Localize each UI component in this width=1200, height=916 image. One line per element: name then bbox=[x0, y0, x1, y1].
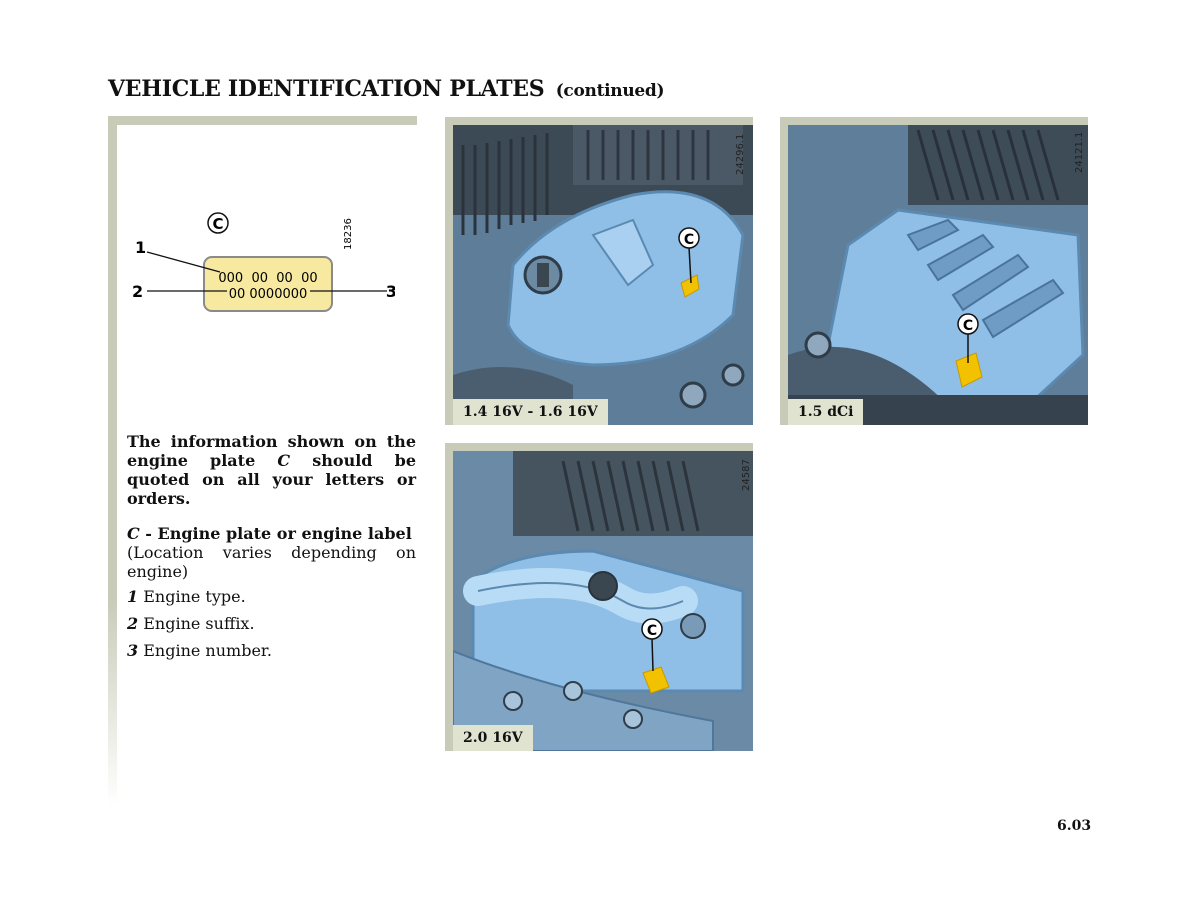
engine-photo-3: C 24587 2.0 16V bbox=[445, 443, 753, 751]
photo-frame-top bbox=[445, 117, 753, 125]
intro-text-2: should be quoted on all your letters or … bbox=[127, 451, 416, 508]
engine-illustration: C bbox=[453, 125, 753, 425]
engine-plate-diagram: C 000 00 00 00 00 0000000 1 2 3 18236 bbox=[125, 205, 397, 325]
photo-ref-code: 24296.1 bbox=[735, 133, 746, 175]
engine-plate-illustration: C 000 00 00 00 00 0000000 1 2 3 18236 bbox=[132, 212, 397, 312]
photo-frame-top bbox=[445, 443, 753, 451]
intro-c: C bbox=[277, 451, 291, 470]
callout-2: 2 bbox=[132, 282, 143, 301]
photo-caption: 1.5 dCi bbox=[788, 399, 864, 425]
item-label: Engine suffix. bbox=[138, 614, 255, 633]
callout-3: 3 bbox=[386, 282, 395, 301]
plate-line-1: 000 00 00 00 bbox=[218, 271, 317, 286]
marker-c-label: C bbox=[212, 215, 223, 233]
page-title: VEHICLE IDENTIFICATION PLATES (continued… bbox=[108, 76, 665, 102]
title-main: VEHICLE IDENTIFICATION PLATES bbox=[108, 76, 545, 102]
list-item: 2 Engine suffix. bbox=[127, 614, 416, 633]
photo-frame-left bbox=[780, 117, 788, 425]
definition-label: - Engine plate or engine label bbox=[139, 524, 412, 543]
engine-illustration: C bbox=[788, 125, 1088, 425]
item-number: 1 bbox=[127, 587, 139, 606]
engine-plate bbox=[203, 256, 333, 312]
photo-ref-code: 24587 bbox=[741, 459, 752, 491]
left-column-rule bbox=[108, 116, 417, 125]
marker-c-circle bbox=[207, 212, 229, 234]
item-label: Engine number. bbox=[138, 641, 272, 660]
engine-photo-1: C 24296.1 1.4 16V - 1.6 16V bbox=[445, 117, 753, 425]
engine-photo-2: C 24121.1 1.5 dCi bbox=[780, 117, 1088, 425]
marker-c-label: C bbox=[963, 318, 973, 334]
plate-line-2: 00 0000000 bbox=[229, 287, 308, 302]
instructions-text: The information shown on the engine plat… bbox=[127, 432, 416, 668]
definition-note: (Location varies depending on engine) bbox=[127, 543, 416, 581]
photo-caption: 2.0 16V bbox=[453, 725, 533, 751]
photo-ref-code: 24121.1 bbox=[1074, 131, 1085, 173]
callout-1: 1 bbox=[135, 238, 146, 257]
page-number: 6.03 bbox=[1057, 818, 1092, 834]
item-number: 3 bbox=[127, 641, 139, 660]
photo-frame-left bbox=[445, 443, 453, 751]
intro-paragraph: The information shown on the engine plat… bbox=[127, 432, 416, 508]
diagram-ref-code: 18236 bbox=[343, 218, 354, 250]
item-label: Engine type. bbox=[138, 587, 246, 606]
marker-c-label: C bbox=[684, 232, 694, 248]
left-column-bar bbox=[108, 116, 117, 806]
title-continued: (continued) bbox=[555, 81, 665, 101]
intro-text-1: The information shown on the engine plat… bbox=[127, 432, 416, 470]
photo-frame-left bbox=[445, 117, 453, 425]
photo-caption: 1.4 16V - 1.6 16V bbox=[453, 399, 608, 425]
photo-frame-top bbox=[780, 117, 1088, 125]
definition-title: C - Engine plate or engine label bbox=[127, 524, 416, 543]
callout-line-1 bbox=[146, 251, 221, 273]
list-item: 1 Engine type. bbox=[127, 587, 416, 606]
engine-illustration: C bbox=[453, 451, 753, 751]
item-number: 2 bbox=[127, 614, 139, 633]
marker-c-label: C bbox=[647, 623, 657, 639]
definition-letter: C bbox=[127, 524, 140, 543]
list-item: 3 Engine number. bbox=[127, 641, 416, 660]
